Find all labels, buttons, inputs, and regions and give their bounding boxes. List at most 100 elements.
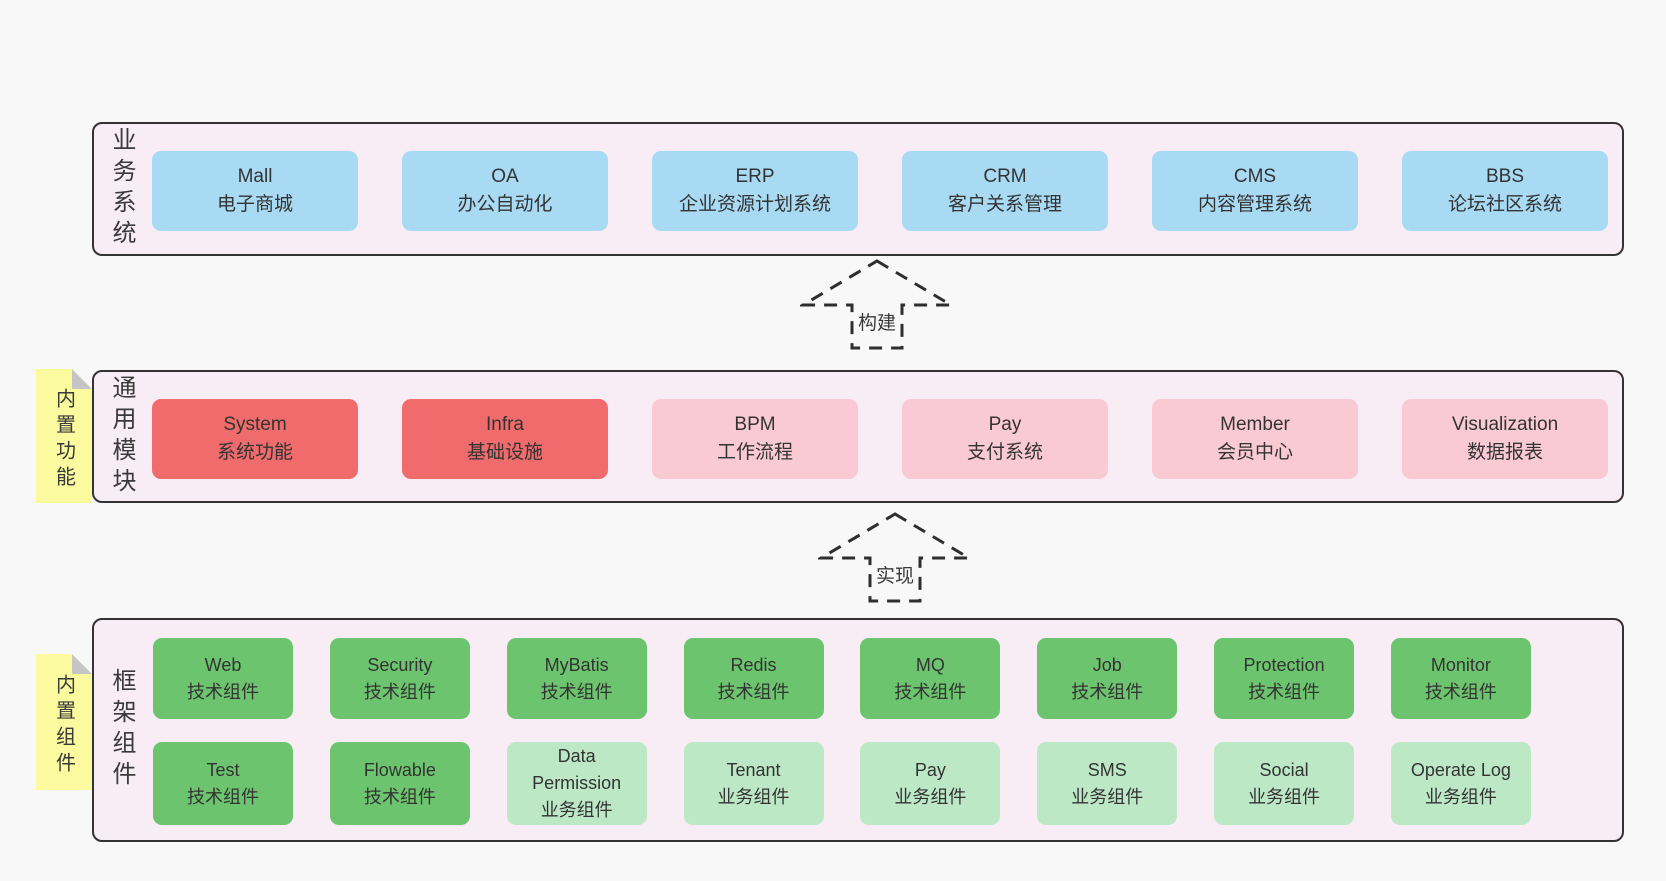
box-title: CMS	[1233, 165, 1277, 187]
box-title: MQ	[915, 654, 945, 675]
layer-label-business-systems: 业务系统	[108, 127, 135, 251]
dashed-up-arrow-icon	[800, 259, 954, 350]
arrow-build: 构建	[800, 258, 954, 351]
box-title: Pay	[988, 413, 1022, 435]
box-title: Data Permission	[532, 746, 622, 793]
box-title: Monitor	[1430, 654, 1491, 675]
box-title: CRM	[983, 165, 1027, 187]
box-subtitle: 论坛社区系统	[1447, 194, 1562, 215]
box-title: Visualization	[1451, 413, 1559, 435]
box-subtitle: 电子商城	[216, 194, 293, 215]
module-box-pay: Pay 支付系统	[902, 399, 1108, 479]
box-subtitle: 数据报表	[1466, 442, 1543, 463]
box-subtitle: 技术组件	[1071, 681, 1144, 702]
note-fold-icon	[72, 369, 92, 389]
box-row-business: Mall 电子商城 OA 办公自动化 ERP 企业资源计划系统 CRM 客户关系管理 CMS 内容…	[152, 151, 1608, 231]
box-title: BPM	[734, 413, 776, 435]
box-title: Protection	[1243, 654, 1325, 675]
box-subtitle: 系统功能	[216, 442, 293, 463]
module-box-bpm: BPM 工作流程	[652, 399, 858, 479]
layer-label-common-modules: 通用模块	[108, 374, 135, 499]
module-box-operate-log: Operate Log 业务组件	[1390, 742, 1531, 825]
box-title: Test	[206, 759, 240, 780]
module-box-crm: CRM 客户关系管理	[902, 151, 1108, 231]
box-title: Member	[1220, 413, 1290, 435]
module-box-mall: Mall 电子商城	[152, 151, 358, 231]
module-box-oa: OA 办公自动化	[402, 151, 608, 231]
module-box-pay: Pay 业务组件	[860, 742, 1001, 825]
box-subtitle: 会员中心	[1216, 442, 1293, 463]
module-box-member: Member 会员中心	[1152, 399, 1358, 479]
box-subtitle: 业务组件	[1424, 786, 1497, 807]
box-title: SMS	[1087, 759, 1127, 780]
layer-business-systems: 业务系统 Mall 电子商城 OA 办公自动化 ERP 企业资源计划系统 CRM 客户关系管理…	[92, 122, 1624, 256]
note-text: 内置组件	[52, 674, 75, 778]
module-box-cms: CMS 内容管理系统	[1152, 151, 1358, 231]
box-subtitle: 客户关系管理	[947, 194, 1062, 215]
module-box-flowable: Flowable 技术组件	[329, 742, 470, 825]
arrow-label: 构建	[854, 307, 900, 336]
box-subtitle: 业务组件	[717, 786, 790, 807]
arrow-label: 实现	[872, 560, 918, 589]
box-subtitle: 技术组件	[187, 681, 259, 702]
box-subtitle: 技术组件	[1248, 681, 1321, 702]
box-title: Flowable	[363, 759, 436, 780]
box-title: Web	[204, 654, 242, 675]
layer-label-framework-components: 框架组件	[108, 668, 135, 792]
module-box-bbs: BBS 论坛社区系统	[1402, 151, 1608, 231]
box-subtitle: 技术组件	[894, 681, 967, 702]
box-subtitle: 基础设施	[466, 442, 543, 463]
box-subtitle: 技术组件	[1424, 681, 1497, 702]
module-box-web: Web 技术组件	[153, 638, 293, 719]
box-subtitle: 工作流程	[716, 442, 793, 463]
module-box-mq: MQ 技术组件	[860, 638, 1001, 719]
box-title: OA	[491, 165, 519, 187]
box-subtitle: 技术组件	[717, 681, 790, 702]
module-box-sms: SMS 业务组件	[1037, 742, 1178, 825]
arrow-implement: 实现	[818, 511, 972, 604]
module-box-redis: Redis 技术组件	[683, 638, 824, 719]
sticky-note-builtin-components: 内置组件	[36, 654, 92, 790]
box-subtitle: 业务组件	[894, 786, 967, 807]
box-title: Redis	[730, 654, 777, 675]
module-box-infra: Infra 基础设施	[402, 399, 608, 479]
box-title: Mall	[237, 165, 273, 187]
box-subtitle: 技术组件	[540, 681, 613, 702]
box-title: ERP	[735, 165, 775, 187]
box-subtitle: 业务组件	[1071, 786, 1144, 807]
box-title: Security	[367, 654, 433, 675]
box-title: Operate Log	[1410, 759, 1511, 780]
box-title: BBS	[1485, 165, 1525, 187]
box-subtitle: 内容管理系统	[1197, 194, 1312, 215]
box-title: Job	[1092, 654, 1122, 675]
module-box-security: Security 技术组件	[329, 638, 470, 719]
box-subtitle: 技术组件	[363, 786, 436, 807]
note-text: 内置功能	[52, 388, 75, 492]
box-subtitle: 办公自动化	[457, 194, 553, 215]
module-box-protection: Protection 技术组件	[1214, 638, 1355, 719]
box-title: Infra	[485, 413, 525, 435]
module-box-tenant: Tenant 业务组件	[683, 742, 824, 825]
box-title: Pay	[914, 759, 946, 780]
box-title: Tenant	[726, 759, 781, 780]
note-fold-icon	[72, 654, 92, 674]
box-subtitle: 支付系统	[966, 442, 1043, 463]
sticky-note-builtin-features: 内置功能	[36, 369, 92, 503]
box-subtitle: 技术组件	[363, 681, 436, 702]
module-box-erp: ERP 企业资源计划系统	[652, 151, 858, 231]
box-subtitle: 企业资源计划系统	[678, 194, 831, 215]
box-title: Social	[1259, 759, 1309, 780]
module-box-monitor: Monitor 技术组件	[1390, 638, 1531, 719]
module-box-visualization: Visualization 数据报表	[1402, 399, 1608, 479]
dashed-up-arrow-icon	[818, 512, 972, 603]
